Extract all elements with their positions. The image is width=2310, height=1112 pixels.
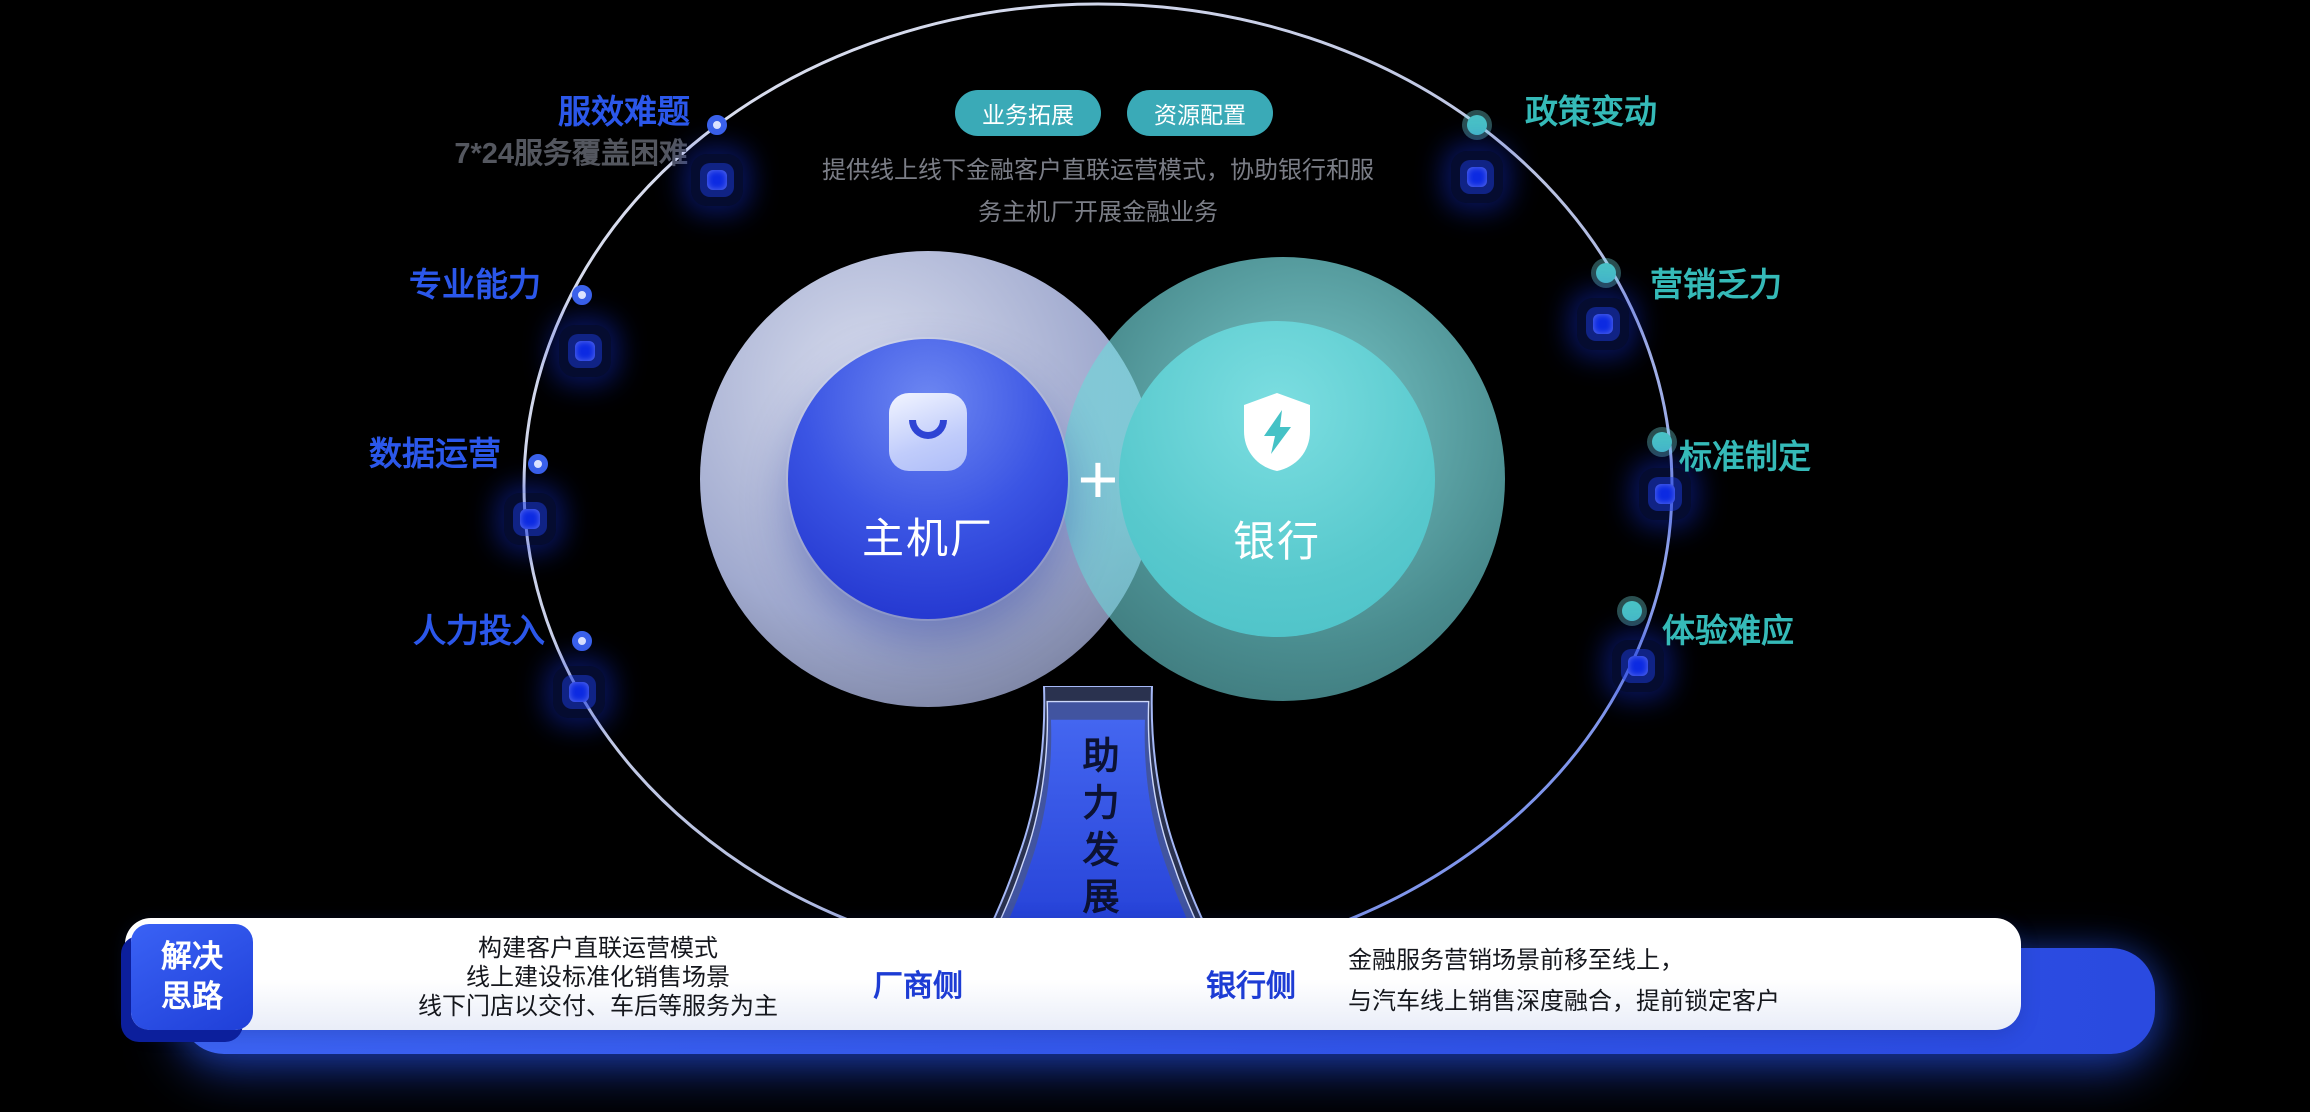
ring-node xyxy=(572,285,592,305)
plus-sign: + xyxy=(1077,440,1119,518)
manufacturer-circle: 主机厂 xyxy=(788,339,1068,619)
manufacturer-side-label: 厂商侧 xyxy=(873,970,963,1003)
manufacturer-solution-line-3: 线下门店以交付、车后等服务为主 xyxy=(418,993,778,1020)
pain-point-professional-ability: 专业能力 xyxy=(409,266,541,303)
manufacturer-solution-line-2: 线上建设标准化销售场景 xyxy=(466,964,730,991)
bank-solution-line-1: 金融服务营销场景前移至线上， xyxy=(1348,947,1684,974)
glow-bead xyxy=(1612,640,1664,692)
pain-point-service-efficiency-sub: 7*24服务覆盖困难 xyxy=(454,138,688,170)
ring-node xyxy=(1596,263,1616,283)
glow-bead xyxy=(1577,298,1629,350)
tree-trunk xyxy=(980,686,1216,945)
ring-node xyxy=(707,115,727,135)
pain-point-experience: 体验难应 xyxy=(1662,612,1794,649)
shield-bolt-icon xyxy=(1244,392,1310,471)
pain-point-policy-change: 政策变动 xyxy=(1525,93,1657,130)
ring-node xyxy=(1467,115,1487,135)
description-line-1: 提供线上线下金融客户直联运营模式，协助银行和服 xyxy=(822,157,1374,184)
trunk-vertical-text: 助力发展 xyxy=(1077,736,1118,924)
manufacturer-solution-text: 构建客户直联运营模式 线上建设标准化销售场景 线下门店以交付、车后等服务为主 xyxy=(418,934,778,1021)
solution-badge-line-2: 思路 xyxy=(161,979,223,1014)
pain-point-manpower-input: 人力投入 xyxy=(413,612,545,649)
pain-point-standard-setting: 标准制定 xyxy=(1679,438,1811,475)
pill-business-expansion: 业务拓展 xyxy=(955,90,1101,136)
glow-bead xyxy=(553,666,605,718)
bank-circle: 银行 xyxy=(1119,321,1435,637)
glow-bead xyxy=(1639,468,1691,520)
ring-node xyxy=(1652,432,1672,452)
description-text: 提供线上线下金融客户直联运营模式，协助银行和服 务主机厂开展金融业务 xyxy=(822,150,1374,234)
glow-bead xyxy=(691,154,743,206)
glow-bead xyxy=(1451,151,1503,203)
ring-node xyxy=(1622,601,1642,621)
description-line-2: 务主机厂开展金融业务 xyxy=(978,199,1218,226)
solution-bar xyxy=(125,918,2021,1030)
pain-point-data-operation: 数据运营 xyxy=(369,435,501,472)
pain-point-marketing-weak: 营销乏力 xyxy=(1650,266,1782,303)
pill-resource-allocation: 资源配置 xyxy=(1127,90,1273,136)
ring-node xyxy=(528,454,548,474)
solution-badge: 解决 思路 xyxy=(131,924,253,1030)
bank-solution-line-2: 与汽车线上销售深度融合，提前锁定客户 xyxy=(1348,988,1780,1015)
ring-node xyxy=(572,631,592,651)
bank-side-label: 银行侧 xyxy=(1206,970,1296,1003)
bank-circle-label: 银行 xyxy=(1232,517,1321,565)
bank-solution-text: 金融服务营销场景前移至线上， 与汽车线上销售深度融合，提前锁定客户 xyxy=(1348,940,1780,1022)
solution-badge-line-1: 解决 xyxy=(161,938,223,974)
manufacturer-circle-label: 主机厂 xyxy=(861,514,994,562)
glow-bead xyxy=(504,493,556,545)
glow-bead xyxy=(559,325,611,377)
manufacturer-solution-line-1: 构建客户直联运营模式 xyxy=(478,935,718,962)
pain-point-service-efficiency: 服效难题 xyxy=(558,93,690,130)
bag-handle xyxy=(909,419,947,439)
shopping-bag-icon xyxy=(889,392,967,471)
